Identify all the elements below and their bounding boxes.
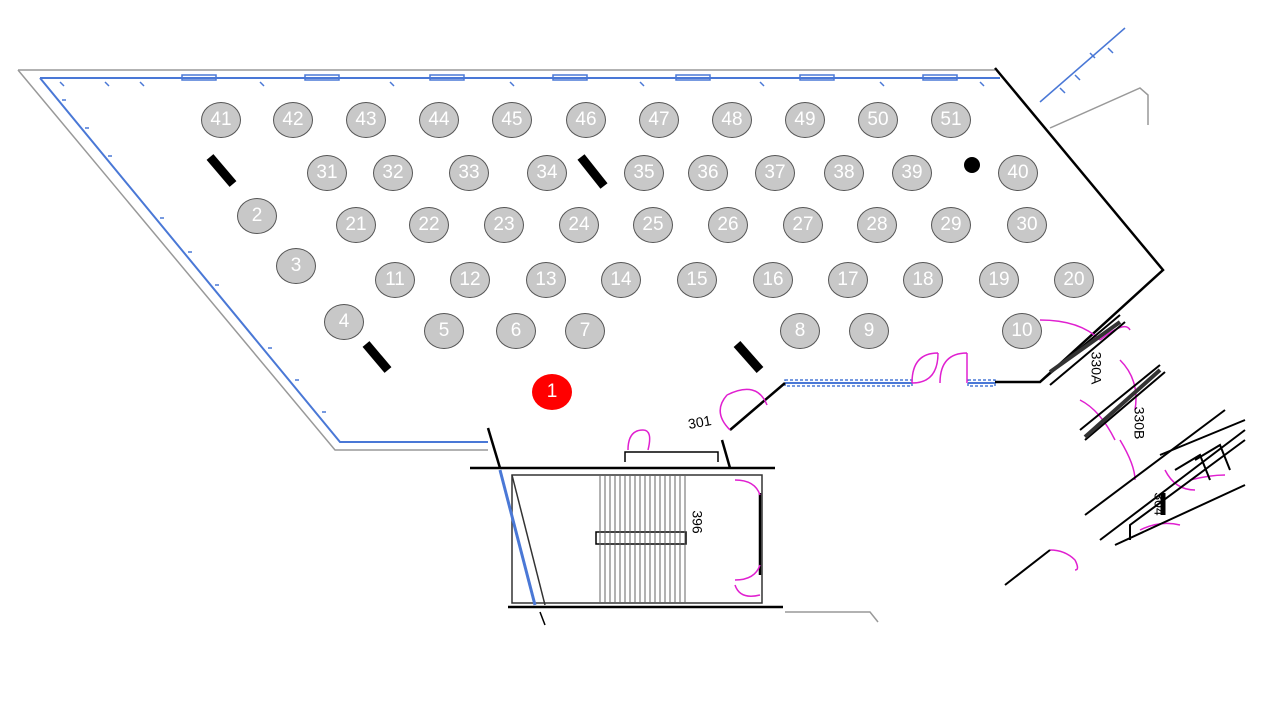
table-13[interactable]: 13 (526, 262, 566, 298)
table-24[interactable]: 24 (559, 207, 599, 243)
table-39[interactable]: 39 (892, 155, 932, 191)
table-28[interactable]: 28 (857, 207, 897, 243)
hall-outer-wall (17, 69, 995, 451)
table-44[interactable]: 44 (419, 102, 459, 138)
table-6[interactable]: 6 (496, 313, 536, 349)
table-9[interactable]: 9 (849, 313, 889, 349)
location-marker[interactable]: 1 (532, 374, 572, 410)
table-21[interactable]: 21 (336, 207, 376, 243)
table-35[interactable]: 35 (624, 155, 664, 191)
table-14[interactable]: 14 (601, 262, 641, 298)
table-20[interactable]: 20 (1054, 262, 1094, 298)
table-38[interactable]: 38 (824, 155, 864, 191)
table-25[interactable]: 25 (633, 207, 673, 243)
table-2[interactable]: 2 (237, 198, 277, 234)
table-36[interactable]: 36 (688, 155, 728, 191)
east-rooms (1004, 314, 1246, 586)
table-26[interactable]: 26 (708, 207, 748, 243)
column-dot (964, 157, 980, 173)
table-22[interactable]: 22 (409, 207, 449, 243)
table-23[interactable]: 23 (484, 207, 524, 243)
hall-window-line (39, 77, 1000, 443)
table-3[interactable]: 3 (276, 248, 316, 284)
room-330a-label: 330A (1088, 351, 1105, 385)
table-31[interactable]: 31 (307, 155, 347, 191)
table-4[interactable]: 4 (324, 304, 364, 340)
table-46[interactable]: 46 (566, 102, 606, 138)
table-42[interactable]: 42 (273, 102, 313, 138)
table-5[interactable]: 5 (424, 313, 464, 349)
table-18[interactable]: 18 (903, 262, 943, 298)
table-47[interactable]: 47 (639, 102, 679, 138)
table-17[interactable]: 17 (828, 262, 868, 298)
room-304-label: 304 (1151, 492, 1168, 516)
table-19[interactable]: 19 (979, 262, 1019, 298)
table-41[interactable]: 41 (201, 102, 241, 138)
table-27[interactable]: 27 (783, 207, 823, 243)
room-330b-label: 330B (1131, 406, 1148, 440)
table-12[interactable]: 12 (450, 262, 490, 298)
table-11[interactable]: 11 (375, 262, 415, 298)
table-49[interactable]: 49 (785, 102, 825, 138)
ne-corner-fragment (1039, 27, 1126, 103)
table-30[interactable]: 30 (1007, 207, 1047, 243)
table-37[interactable]: 37 (755, 155, 795, 191)
pillars (206, 154, 764, 373)
table-8[interactable]: 8 (780, 313, 820, 349)
room-396-label: 396 (689, 510, 706, 534)
table-33[interactable]: 33 (449, 155, 489, 191)
table-34[interactable]: 34 (527, 155, 567, 191)
ne-corner-gray (1049, 87, 1149, 129)
table-16[interactable]: 16 (753, 262, 793, 298)
table-51[interactable]: 51 (931, 102, 971, 138)
table-15[interactable]: 15 (677, 262, 717, 298)
table-40[interactable]: 40 (998, 155, 1038, 191)
table-29[interactable]: 29 (931, 207, 971, 243)
hall-east-wall (470, 67, 1165, 609)
table-7[interactable]: 7 (565, 313, 605, 349)
table-50[interactable]: 50 (858, 102, 898, 138)
table-48[interactable]: 48 (712, 102, 752, 138)
table-10[interactable]: 10 (1002, 313, 1042, 349)
table-45[interactable]: 45 (492, 102, 532, 138)
stair-396 (498, 451, 879, 626)
table-43[interactable]: 43 (346, 102, 386, 138)
table-32[interactable]: 32 (373, 155, 413, 191)
